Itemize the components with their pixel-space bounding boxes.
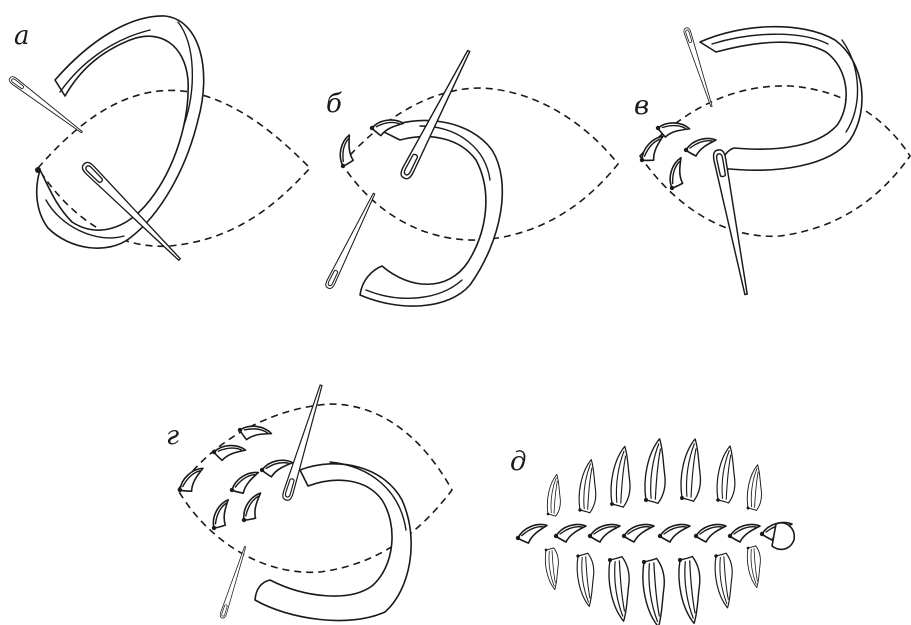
needle-icon (281, 384, 325, 502)
panel-a: а (8, 16, 310, 263)
panel-v: в (634, 27, 910, 296)
panel-label-d: д (510, 447, 526, 477)
panel-g: г (166, 384, 452, 621)
ribbon-loop (700, 27, 862, 171)
ribbon-loop (360, 120, 502, 306)
panel-d: д (510, 439, 794, 625)
needle-icon (399, 48, 474, 180)
panel-label-g: г (166, 421, 179, 451)
ribbon-loop (37, 16, 204, 248)
needle-icon (712, 149, 752, 296)
panel-label-v: в (634, 91, 649, 121)
needle-icon (219, 546, 248, 619)
ribbon-loop (255, 464, 411, 621)
panel-b: б (324, 48, 618, 306)
panel-label-a: а (14, 21, 30, 51)
panel-label-b: б (326, 89, 342, 119)
